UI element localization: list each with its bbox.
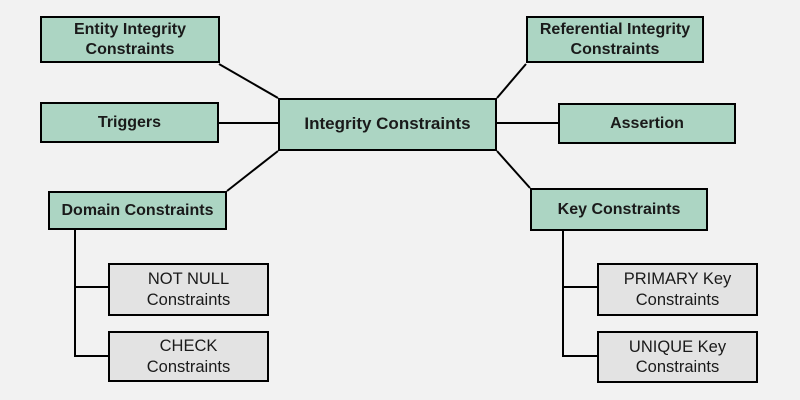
connector-entity-central bbox=[218, 63, 279, 99]
node-assertion: Assertion bbox=[558, 103, 736, 144]
node-label: Integrity Constraints bbox=[304, 114, 471, 134]
node-label: Referential Integrity Constraints bbox=[539, 20, 691, 58]
node-label: CHECK Constraints bbox=[146, 337, 231, 376]
node-primary-key-constraints: PRIMARY Key Constraints bbox=[597, 263, 758, 316]
node-label: Key Constraints bbox=[557, 200, 681, 218]
node-triggers: Triggers bbox=[40, 102, 219, 143]
node-referential-integrity-constraints: Referential Integrity Constraints bbox=[526, 16, 704, 63]
node-label: UNIQUE Key Constraints bbox=[628, 337, 727, 376]
node-check-constraints: CHECK Constraints bbox=[108, 331, 269, 382]
connector-central-key bbox=[496, 150, 531, 189]
node-domain-constraints: Domain Constraints bbox=[48, 191, 227, 230]
node-label: Triggers bbox=[97, 113, 162, 131]
node-label: PRIMARY Key Constraints bbox=[623, 270, 732, 309]
node-unique-key-constraints: UNIQUE Key Constraints bbox=[597, 331, 758, 383]
node-label: Domain Constraints bbox=[61, 201, 214, 219]
node-key-constraints: Key Constraints bbox=[530, 188, 708, 231]
node-label: Assertion bbox=[610, 114, 684, 132]
node-label: NOT NULL Constraints bbox=[146, 270, 231, 309]
node-label: Entity Integrity Constraints bbox=[73, 20, 186, 58]
connector-central-domain bbox=[226, 150, 279, 192]
node-not-null-constraints: NOT NULL Constraints bbox=[108, 263, 269, 316]
node-integrity-constraints-central: Integrity Constraints bbox=[278, 98, 497, 151]
connector-central-referential bbox=[496, 63, 527, 99]
node-entity-integrity-constraints: Entity Integrity Constraints bbox=[40, 16, 220, 63]
